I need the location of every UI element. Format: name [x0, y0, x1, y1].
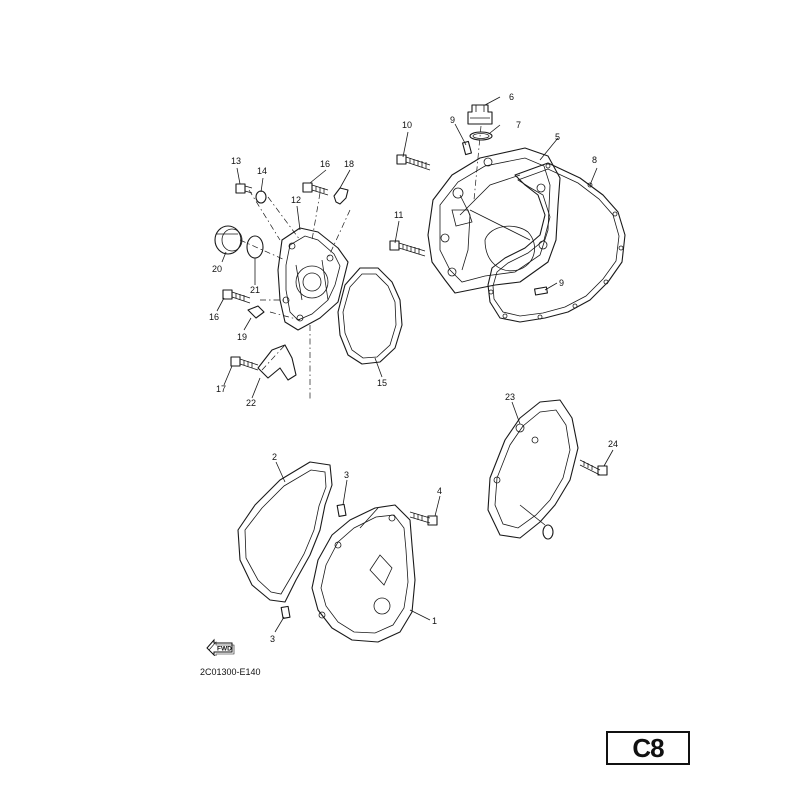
- bolt-16b: [222, 289, 251, 304]
- callout-3a: 3: [344, 470, 349, 480]
- bolt-24: [579, 459, 608, 476]
- dowel-pin-9a: [461, 140, 473, 156]
- page-code: C8: [632, 732, 664, 763]
- callout-10: 10: [402, 120, 412, 130]
- clutch-cover: [427, 147, 561, 294]
- callout-13: 13: [231, 156, 241, 166]
- callout-4: 4: [437, 486, 442, 496]
- dowel-pin-3a: [336, 503, 347, 517]
- dowel-pin-9b: [534, 286, 548, 296]
- callout-21: 21: [250, 285, 260, 295]
- dowel-pin-3b: [280, 605, 291, 619]
- callout-15: 15: [377, 378, 387, 388]
- callout-22: 22: [246, 398, 256, 408]
- pulser-cover: [277, 227, 349, 331]
- fwd-arrow-icon: FWD: [206, 638, 235, 656]
- bolt-17: [230, 356, 259, 371]
- washer-14: [255, 190, 267, 204]
- reference-code: 2C01300-E140: [200, 667, 261, 677]
- plug-cap-20: [214, 225, 243, 255]
- page-code-box: C8: [606, 731, 690, 765]
- callout-9a: 9: [450, 115, 455, 125]
- callout-7: 7: [516, 120, 521, 130]
- callout-24: 24: [608, 439, 618, 449]
- callout-9b: 9: [559, 278, 564, 288]
- sprocket-cover: [487, 399, 579, 540]
- generator-cover: [311, 504, 416, 643]
- callout-16a: 16: [320, 159, 330, 169]
- callout-1: 1: [432, 616, 437, 626]
- bracket-22: [257, 344, 297, 381]
- pulser-cover-gasket: [337, 267, 403, 365]
- clutch-cover-gasket: [487, 162, 626, 323]
- callout-8: 8: [592, 155, 597, 165]
- o-ring-7: [469, 131, 493, 141]
- callout-6: 6: [509, 92, 514, 102]
- bolt-11: [389, 240, 426, 257]
- bolt-16a: [302, 182, 329, 196]
- bolt-4: [409, 511, 438, 526]
- callout-18: 18: [344, 159, 354, 169]
- callout-17: 17: [216, 384, 226, 394]
- callout-20: 20: [212, 264, 222, 274]
- callout-3b: 3: [270, 634, 275, 644]
- callout-19: 19: [237, 332, 247, 342]
- clip-19: [247, 305, 265, 319]
- fwd-label: FWD: [217, 646, 232, 653]
- callout-5: 5: [555, 132, 560, 142]
- callout-2: 2: [272, 452, 277, 462]
- callout-labels: 1 2 3 3 4 5 6 7 8 9 9 10 11 12 13 14 15 …: [209, 92, 618, 644]
- generator-cover-gasket: [237, 461, 333, 603]
- callout-11: 11: [394, 210, 403, 220]
- callout-23: 23: [505, 392, 515, 402]
- callout-14: 14: [257, 166, 267, 176]
- clamp-18: [333, 187, 349, 205]
- callout-16b: 16: [209, 312, 219, 322]
- bolt-13: [235, 183, 253, 194]
- oil-filler-plug: [467, 104, 493, 125]
- bolt-10: [396, 154, 431, 171]
- callout-12: 12: [291, 195, 301, 205]
